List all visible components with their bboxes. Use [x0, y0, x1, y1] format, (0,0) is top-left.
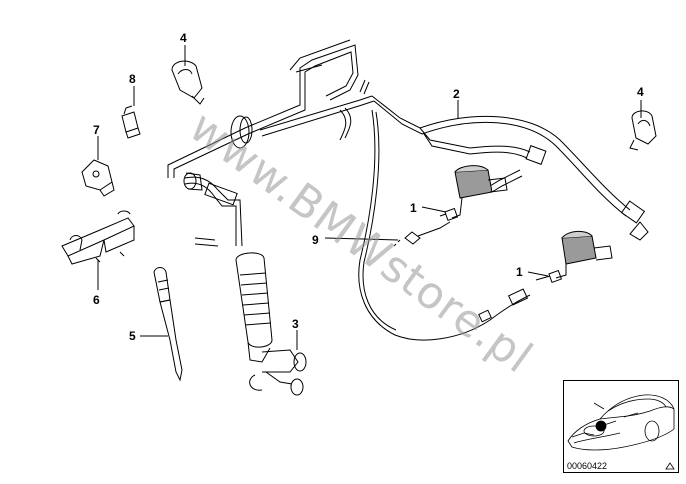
wire-connector-right: [478, 288, 529, 323]
nozzle-left: [439, 165, 508, 222]
callout-5: 5: [129, 329, 136, 343]
triangle-icon: [665, 462, 675, 470]
callout-4-right: 4: [637, 85, 644, 99]
holder-7: [81, 159, 115, 197]
clip-8: [121, 105, 141, 139]
pump-hose: [184, 176, 243, 247]
main-hose: [167, 39, 375, 178]
callout-2: 2: [453, 87, 460, 101]
wiring-harness: [339, 79, 531, 341]
callout-9: 9: [312, 233, 319, 247]
nozzle-right: [535, 230, 613, 284]
grommet: [230, 115, 253, 149]
callout-1-left: 1: [410, 201, 417, 215]
washer-pump: [235, 252, 307, 396]
branch-hose: [419, 127, 547, 193]
hose-end-left: [183, 172, 203, 191]
callout-1-right: 1: [516, 265, 523, 279]
diagram-reference-number: 00060422: [567, 461, 608, 471]
clip-4-left: [171, 60, 205, 105]
callout-4-left: 4: [180, 31, 187, 45]
clip-4-right: [629, 110, 657, 151]
car-outline-drawing: [567, 394, 675, 451]
vehicle-location-inset: 00060422: [563, 380, 679, 473]
leader-lines: [97, 45, 642, 350]
bracket-6: [61, 210, 135, 265]
level-sensor-5: [153, 267, 183, 382]
callout-6: 6: [93, 293, 100, 307]
callout-3: 3: [292, 317, 299, 331]
callout-7: 7: [93, 123, 100, 137]
connector-9: [393, 221, 451, 247]
right-hose: [371, 95, 649, 241]
callout-8: 8: [129, 72, 136, 86]
